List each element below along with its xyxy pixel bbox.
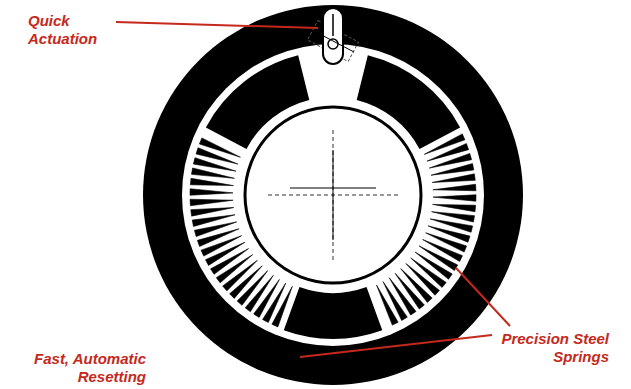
reset-block	[284, 287, 383, 339]
crosshair-solid	[333, 150, 334, 240]
steel-spring	[433, 195, 476, 201]
callout-label: Quick Actuation	[28, 12, 112, 48]
steel-spring	[432, 174, 475, 183]
crosshair-solid	[290, 188, 376, 189]
steel-spring	[199, 138, 240, 157]
reset-blocks	[206, 55, 460, 339]
steel-spring	[205, 242, 244, 265]
crosshair-vertical	[333, 130, 334, 262]
steel-spring	[431, 164, 474, 176]
spring-set	[190, 134, 476, 327]
leader-line	[456, 268, 510, 326]
lever-slot	[332, 14, 334, 36]
steel-spring	[433, 204, 476, 211]
ring-opening	[182, 44, 484, 346]
steel-spring	[383, 282, 407, 321]
steel-spring	[192, 215, 235, 227]
steel-spring	[430, 219, 472, 232]
steel-spring	[191, 208, 234, 217]
steel-spring	[193, 158, 235, 171]
travel-arrow	[312, 30, 354, 52]
steel-spring	[190, 189, 233, 195]
callout-label: Precision Steel Springs	[497, 330, 609, 366]
steel-spring	[196, 148, 238, 164]
inner-lens	[245, 107, 421, 283]
steel-spring	[211, 249, 249, 275]
steel-spring	[428, 226, 470, 242]
steel-spring	[190, 178, 233, 185]
outer-ring	[143, 5, 523, 385]
callout-label: Fast, Automatic Resetting	[8, 350, 146, 386]
steel-spring	[377, 285, 399, 325]
leader-line	[116, 22, 318, 28]
steel-spring	[190, 199, 233, 205]
leader-line	[300, 335, 492, 357]
actuator-lever	[323, 8, 343, 64]
steel-spring	[433, 184, 476, 190]
